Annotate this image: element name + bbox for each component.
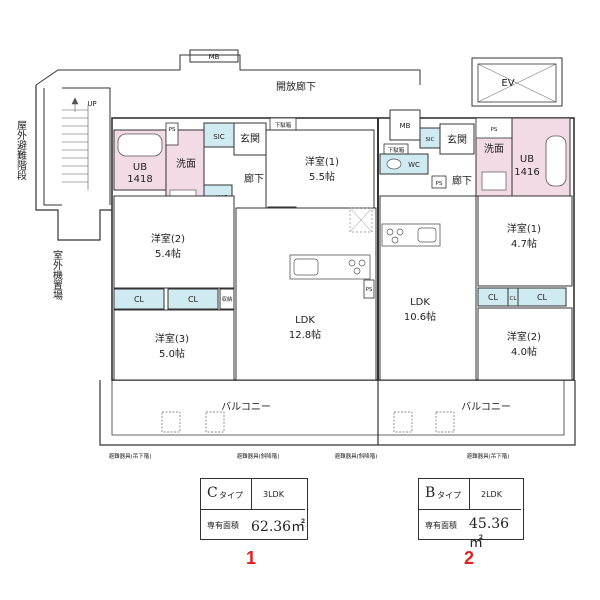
unit-c-room-3-size: 5.0帖 [159, 347, 185, 360]
unit-c-room-1 [265, 129, 375, 209]
up-label: UP [87, 100, 96, 108]
unit-c-type-letter: C [207, 485, 218, 501]
evac-label-3: 避難器具(斜降階) [335, 452, 378, 460]
unit-b-washroom-label: 洗面 [484, 143, 504, 155]
unit-b-ub-size: 1416 [514, 167, 539, 178]
unit-b-ps-label: PS [436, 181, 443, 187]
outdoor-unit-label: 室外機置場 [51, 249, 63, 301]
unit-c-ldk-size: 12.8帖 [289, 328, 321, 341]
unit-b-closet-2-label: CL [537, 293, 548, 302]
unit-c-ps-2-label: PS [366, 287, 373, 293]
unit-c-room-2-size: 5.4帖 [155, 247, 181, 260]
unit-b-closet-3 [507, 287, 519, 307]
unit-c-ps [165, 122, 179, 146]
evac-hatches [161, 411, 455, 433]
unit-b-closet-1-label: CL [488, 293, 499, 302]
unit-b-sic-label: SIC [426, 137, 435, 143]
unit-c-sic [203, 122, 235, 148]
unit-b-room-2-size: 4.0帖 [511, 345, 537, 358]
unit-c-ldk-name: LDK [295, 315, 315, 326]
unit-c-type-suffix: タイプ [219, 491, 243, 500]
unit-c-fridge-space [349, 207, 373, 233]
unit-c-storage [219, 288, 235, 310]
unit-c: UB 1418 洗面 PS SIC 玄関 下駄箱 廊下 WC 洋室(1) 5.5… [113, 117, 377, 381]
unit-b-info-card: B タイプ 2LDK 専有面積 45.36㎡ [418, 478, 524, 551]
unit-b-closet-3-label: CL [510, 296, 518, 302]
unit-b-type-suffix: タイプ [437, 491, 461, 500]
unit-c-room-3-name: 洋室(3) [155, 332, 189, 345]
unit-b-entrance [439, 123, 475, 155]
unit-c-ps-label: PS [169, 127, 176, 133]
unit-c-hall-label: 廊下 [244, 172, 264, 185]
unit-c-entrance-label: 玄関 [240, 132, 260, 145]
unit-b-layout: 2LDK [481, 490, 502, 499]
unit-b-ldk-name: LDK [410, 297, 430, 308]
unit-c-entrance [233, 122, 267, 156]
unit-b-area-value: 45.36㎡ [469, 516, 510, 551]
unit-c-closet-2 [167, 288, 219, 310]
balcony-left-label: バルコニー [221, 401, 271, 413]
unit-c-closet-2-label: CL [188, 295, 199, 304]
corridor-label: 開放廊下 [276, 80, 316, 93]
unit-b-room-1 [477, 195, 573, 287]
evac-label-2: 避難器具(斜降階) [237, 452, 280, 460]
unit-b-ldk-size: 10.6帖 [404, 310, 436, 323]
unit-b-ps [431, 175, 447, 189]
unit-b-toilet-icon [386, 158, 402, 170]
evac-label-1: 避難器具(吊下階) [109, 452, 152, 460]
unit-b-room-1-name: 洋室(1) [507, 222, 541, 235]
unit-c-sink-icon [293, 258, 319, 276]
unit-b-washer-icon [481, 171, 507, 191]
unit-c-room-2-name: 洋室(2) [151, 232, 185, 245]
unit-c-room-3 [113, 309, 235, 381]
unit-c-closet-1 [113, 288, 165, 310]
unit-c-room-1-size: 5.5帖 [309, 170, 335, 183]
unit-b-ub-name: UB [520, 154, 534, 165]
floor-plan: UB 1418 洗面 PS SIC 玄関 下駄箱 廊下 WC 洋室(1) 5.5… [15, 49, 576, 460]
unit-c-washroom-label: 洗面 [176, 158, 196, 170]
unit-b-shoe-label: 下駄箱 [388, 146, 405, 154]
unit-c-room-1-name: 洋室(1) [305, 155, 339, 168]
unit-b-room-1-size: 4.7帖 [511, 237, 537, 250]
unit-c-layout: 3LDK [263, 490, 284, 499]
unit-b-sink-icon [417, 227, 437, 243]
unit-b-entrance-label: 玄関 [447, 133, 467, 146]
evac-label-4: 避難器具(吊下階) [467, 452, 510, 460]
mb-top-label: MB [209, 53, 220, 61]
balcony-right-label: バルコニー [461, 401, 511, 413]
unit-b-bathtub-icon [545, 135, 567, 187]
unit-b-area-label: 専有面積 [425, 521, 457, 530]
unit-c-sic-label: SIC [213, 133, 225, 141]
unit-c-closet-1-label: CL [134, 295, 145, 304]
unit-b-type-letter: B [425, 485, 436, 501]
unit-c-bathtub-icon [117, 133, 163, 157]
unit-c-info-card: C タイプ 3LDK 専有面積 62.36㎡ [200, 478, 308, 540]
unit-c-shoe-label: 下駄箱 [275, 121, 292, 129]
ev-label: EV [501, 78, 514, 89]
unit-b-wc-label: WC [408, 161, 420, 169]
unit-c-marker: 1 [246, 548, 257, 568]
unit-c-ps-2 [363, 279, 375, 299]
unit-c-area-value: 62.36㎡ [251, 519, 306, 535]
unit-c-ub-size: 1418 [127, 174, 152, 185]
meter-box-mid [389, 109, 421, 141]
unit-b-ps-2-label: PS [491, 127, 498, 133]
unit-b-room-2 [477, 307, 573, 381]
unit-b-room-2-name: 洋室(2) [507, 330, 541, 343]
unit-c-ldk [235, 207, 377, 381]
unit-b: MB SIC 玄関 下駄箱 WC PS 廊下 洗面 PS UB 1416 [379, 109, 573, 381]
unit-b-marker: 2 [464, 548, 475, 568]
unit-b-hall-label: 廊下 [452, 174, 472, 187]
unit-b-stove-icon [386, 228, 404, 244]
unit-c-room-2 [113, 195, 235, 289]
mb-mid-label: MB [400, 122, 411, 130]
stairs-label: 屋外避難階段 [15, 120, 27, 181]
unit-c-stove-icon [348, 259, 366, 275]
unit-c-area-label: 専有面積 [207, 521, 239, 530]
unit-c-ub-name: UB [133, 162, 147, 173]
unit-c-storage-label: 収納 [221, 295, 233, 303]
stair-treads [62, 97, 89, 190]
